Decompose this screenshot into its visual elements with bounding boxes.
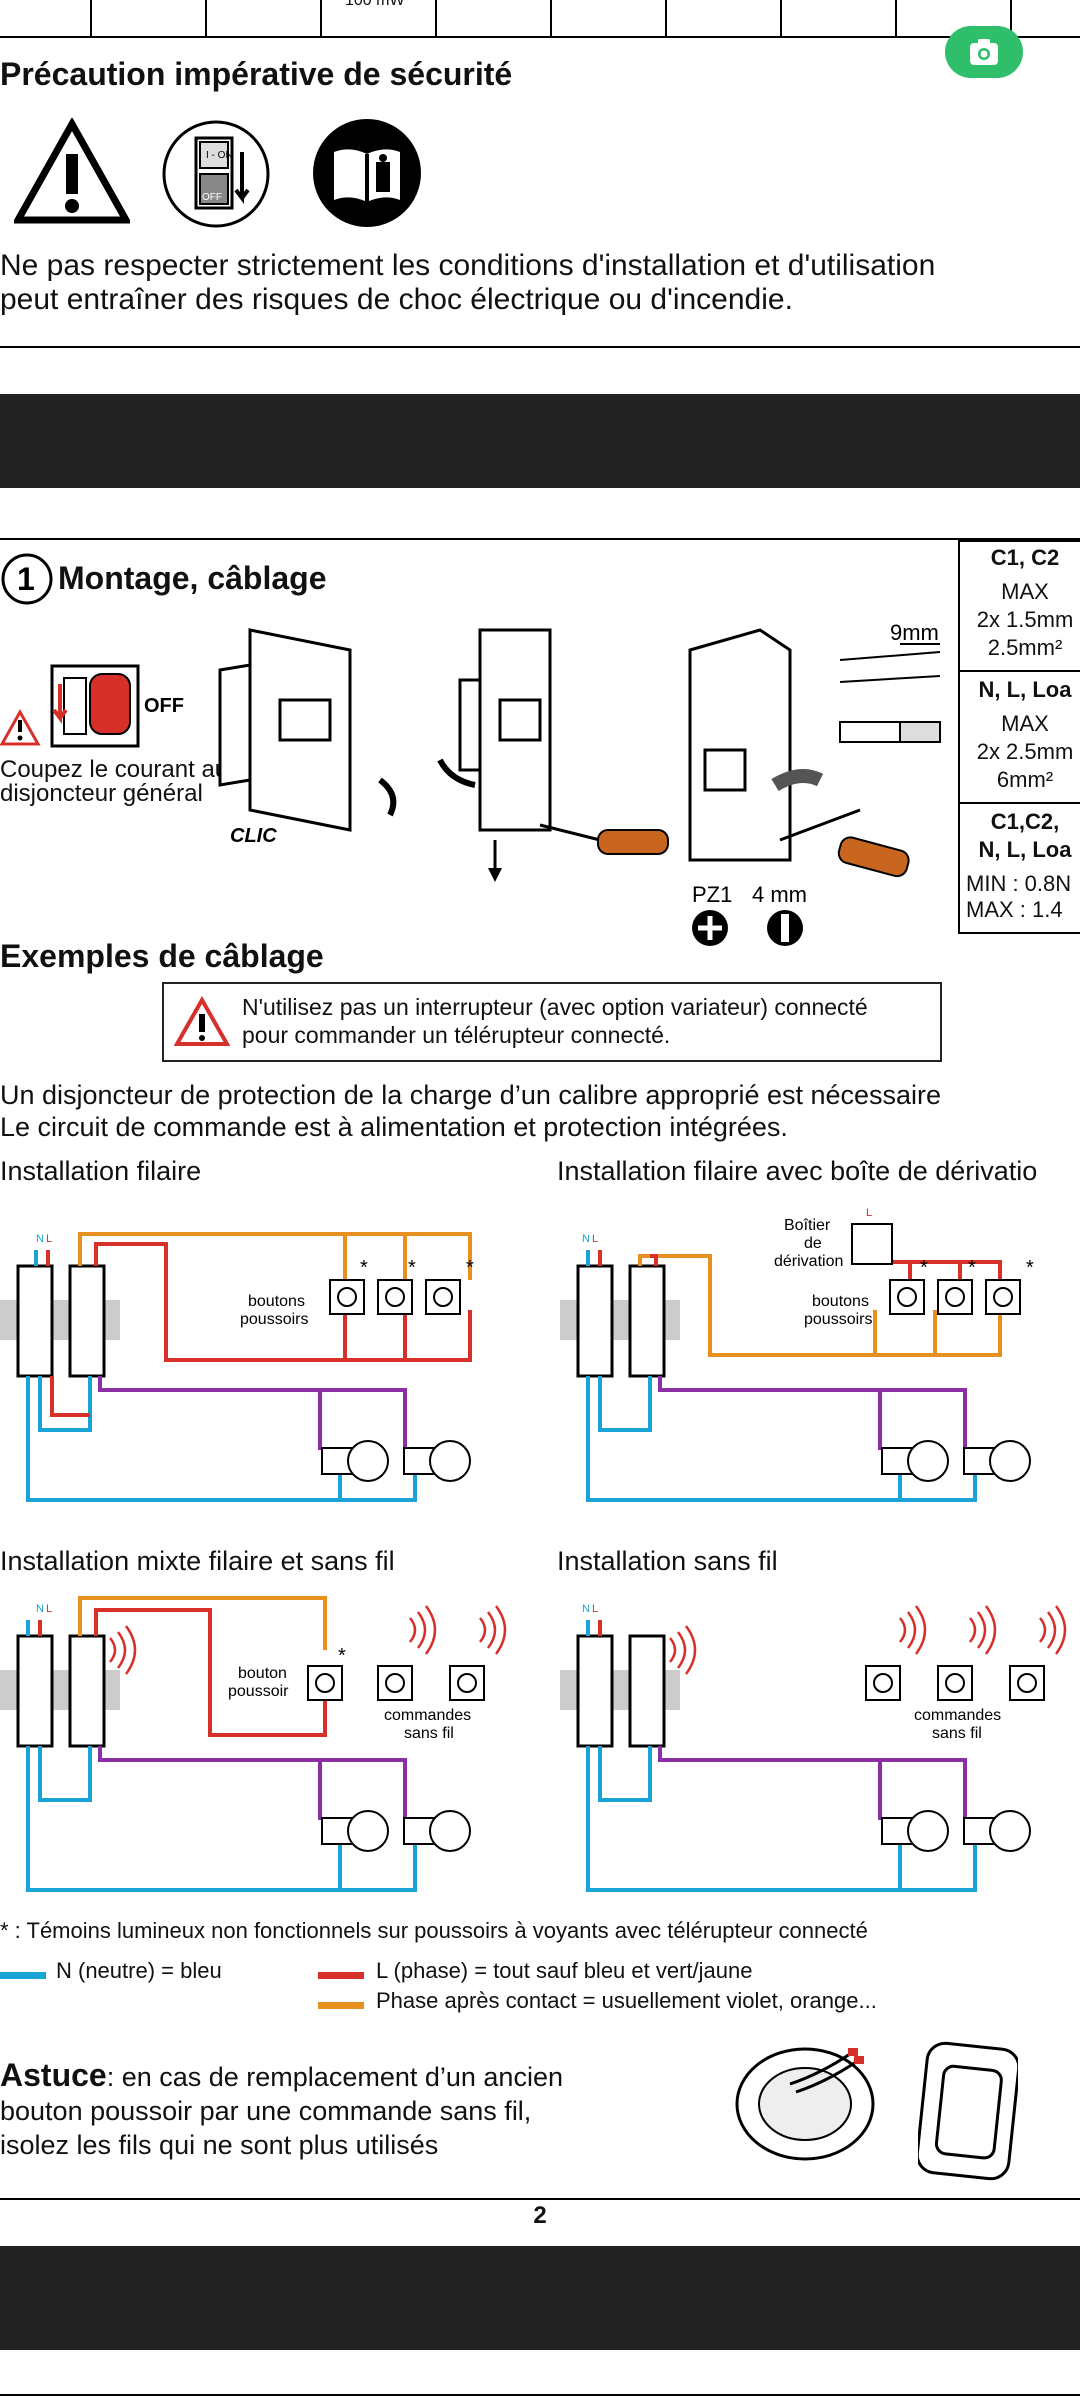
spec-row3-head2: N, L, Loa xyxy=(978,837,1072,862)
svg-text:N: N xyxy=(36,1603,44,1615)
legend-phase-after: Phase après contact = usuellement violet… xyxy=(376,1988,877,2013)
svg-text:*: * xyxy=(920,1257,928,1279)
camera-icon xyxy=(970,39,998,65)
legend-orange-line xyxy=(318,2002,364,2009)
warning-text-1: N'utilisez pas un interrupteur (avec opt… xyxy=(242,994,868,1020)
top-table-remnant: 100 mW xyxy=(0,0,1080,40)
svg-text:poussoirs: poussoirs xyxy=(804,1311,872,1328)
tip-text: Astuce: en cas de remplacement d’un anci… xyxy=(0,2058,563,2162)
diagram1-title: Installation filaire xyxy=(0,1156,202,1186)
legend-neutral: N (neutre) = bleu xyxy=(56,1958,222,1983)
legend-blue-line xyxy=(0,1972,46,1979)
spec-row3-l1: MIN : 0.8N xyxy=(966,871,1072,896)
warning-box: N'utilisez pas un interrupteur (avec opt… xyxy=(162,982,942,1062)
svg-text:sans fil: sans fil xyxy=(932,1725,982,1742)
montage-title: Montage, câblage xyxy=(58,560,327,596)
examples-text-1: Un disjoncteur de protection de la charg… xyxy=(0,1080,942,1110)
svg-text:N: N xyxy=(582,1233,590,1245)
svg-text:dérivation: dérivation xyxy=(774,1253,843,1270)
svg-text:commandes: commandes xyxy=(384,1707,471,1724)
pz1-label: PZ1 xyxy=(692,882,732,907)
table-cell-text: 100 mW xyxy=(345,0,405,9)
svg-text:I - ON: I - ON xyxy=(206,150,233,161)
wire-spec-table: C1, C2 MAX 2x 1.5mm 2.5mm² N, L, Loa MAX… xyxy=(958,540,1080,934)
mounting-illustration: 9mm CLIC PZ1 4 mm xyxy=(218,620,941,946)
off-label: OFF xyxy=(144,695,184,717)
svg-text:*: * xyxy=(360,1257,368,1279)
tip-bold: Astuce xyxy=(0,2057,107,2093)
flat-4mm-label: 4 mm xyxy=(752,882,807,907)
svg-text:*: * xyxy=(408,1257,416,1279)
svg-text:de: de xyxy=(804,1235,822,1252)
svg-text:N: N xyxy=(36,1233,44,1245)
spec-row2-l1: MAX xyxy=(1001,711,1049,736)
svg-text:*: * xyxy=(466,1257,474,1279)
footer-band xyxy=(0,2246,1080,2350)
spec-row2-l2: 2x 2.5mm xyxy=(976,739,1074,764)
spec-row3-l2: MAX : 1.4 xyxy=(966,897,1063,922)
svg-text:poussoirs: poussoirs xyxy=(240,1311,308,1328)
strip-length-label: 9mm xyxy=(890,620,939,645)
screenshot-camera-button[interactable] xyxy=(945,26,1023,78)
spec-row1-l2: 2x 1.5mm xyxy=(976,607,1074,632)
diagram4-title: Installation sans fil xyxy=(557,1546,778,1576)
tip-line1: : en cas de remplacement d’un ancien xyxy=(106,2062,563,2092)
svg-text:OFF: OFF xyxy=(202,192,222,203)
svg-text:boutons: boutons xyxy=(812,1293,869,1310)
spec-row1-l3: 2.5mm² xyxy=(987,635,1063,660)
svg-text:L: L xyxy=(866,1207,872,1219)
svg-text:bouton: bouton xyxy=(238,1665,287,1682)
wireless-switch-illustration xyxy=(918,2041,1018,2181)
svg-text:L: L xyxy=(592,1233,598,1245)
svg-text:N: N xyxy=(582,1603,590,1615)
section-header-band xyxy=(0,394,1080,488)
svg-text:boutons: boutons xyxy=(248,1293,305,1310)
power-switch-off-icon: I - ON OFF xyxy=(162,120,270,228)
svg-text:L: L xyxy=(46,1233,52,1245)
svg-text:*: * xyxy=(1026,1257,1034,1279)
warning-triangle-icon xyxy=(14,118,130,224)
spec-row2-head: N, L, Loa xyxy=(978,677,1072,702)
diagram2-title: Installation filaire avec boîte de dériv… xyxy=(557,1156,1038,1186)
spec-row3-head1: C1,C2, xyxy=(990,809,1060,834)
svg-text:L: L xyxy=(46,1603,52,1615)
warning-text-2: pour commander un télérupteur connecté. xyxy=(242,1022,671,1048)
svg-text:L: L xyxy=(592,1603,598,1615)
cut-power-text-1: Coupez le courant au xyxy=(0,756,229,783)
step-number: 1 xyxy=(17,561,35,597)
svg-text:poussoir: poussoir xyxy=(228,1683,289,1700)
flush-box-illustration xyxy=(735,2047,875,2161)
breaker-off-icon: OFF xyxy=(0,664,184,748)
svg-text:Boîtier: Boîtier xyxy=(784,1217,831,1234)
svg-text:*: * xyxy=(338,1645,346,1667)
legend-phase: L (phase) = tout sauf bleu et vert/jaune xyxy=(376,1958,753,1983)
examples-text-2: Le circuit de commande est à alimentatio… xyxy=(0,1112,788,1142)
cut-power-text-2: disjoncteur général xyxy=(0,780,203,807)
diagram-wired: N L * * * boutons poussoirs xyxy=(0,1232,474,1502)
legend-red-line xyxy=(318,1972,364,1979)
svg-text:commandes: commandes xyxy=(914,1707,1001,1724)
safety-text-2: peut entraîner des risques de choc élect… xyxy=(0,283,793,316)
clic-label: CLIC xyxy=(230,825,277,847)
legend-note: * : Témoins lumineux non fonctionnels su… xyxy=(0,1918,868,1943)
svg-text:sans fil: sans fil xyxy=(404,1725,454,1742)
step-number-badge: 1 xyxy=(1,553,53,605)
safety-title: Précaution impérative de sécurité xyxy=(0,56,513,92)
spec-row2-l3: 6mm² xyxy=(996,767,1054,792)
manual-info-icon xyxy=(313,119,421,227)
safety-text-1: Ne pas respecter strictement les conditi… xyxy=(0,249,936,282)
diagram-wired-junction-box: N L L L Boîtier de dérivation * * * bout… xyxy=(560,1207,1034,1502)
warning-triangle-icon xyxy=(174,996,230,1046)
tip-line2: bouton poussoir par une commande sans fi… xyxy=(0,2096,532,2126)
page-number: 2 xyxy=(533,2202,547,2229)
examples-title: Exemples de câblage xyxy=(0,938,324,974)
svg-text:*: * xyxy=(968,1257,976,1279)
diagram3-title: Installation mixte filaire et sans fil xyxy=(0,1546,395,1576)
spec-row1-head: C1, C2 xyxy=(990,545,1060,570)
tip-line3: isolez les fils qui ne sont plus utilisé… xyxy=(0,2130,439,2160)
diagram-mixed: N L * bouton poussoir commandes sans fil xyxy=(0,1596,507,1892)
spec-row1-l1: MAX xyxy=(1001,579,1049,604)
diagram-wireless: N L commandes sans fil xyxy=(560,1603,1067,1892)
